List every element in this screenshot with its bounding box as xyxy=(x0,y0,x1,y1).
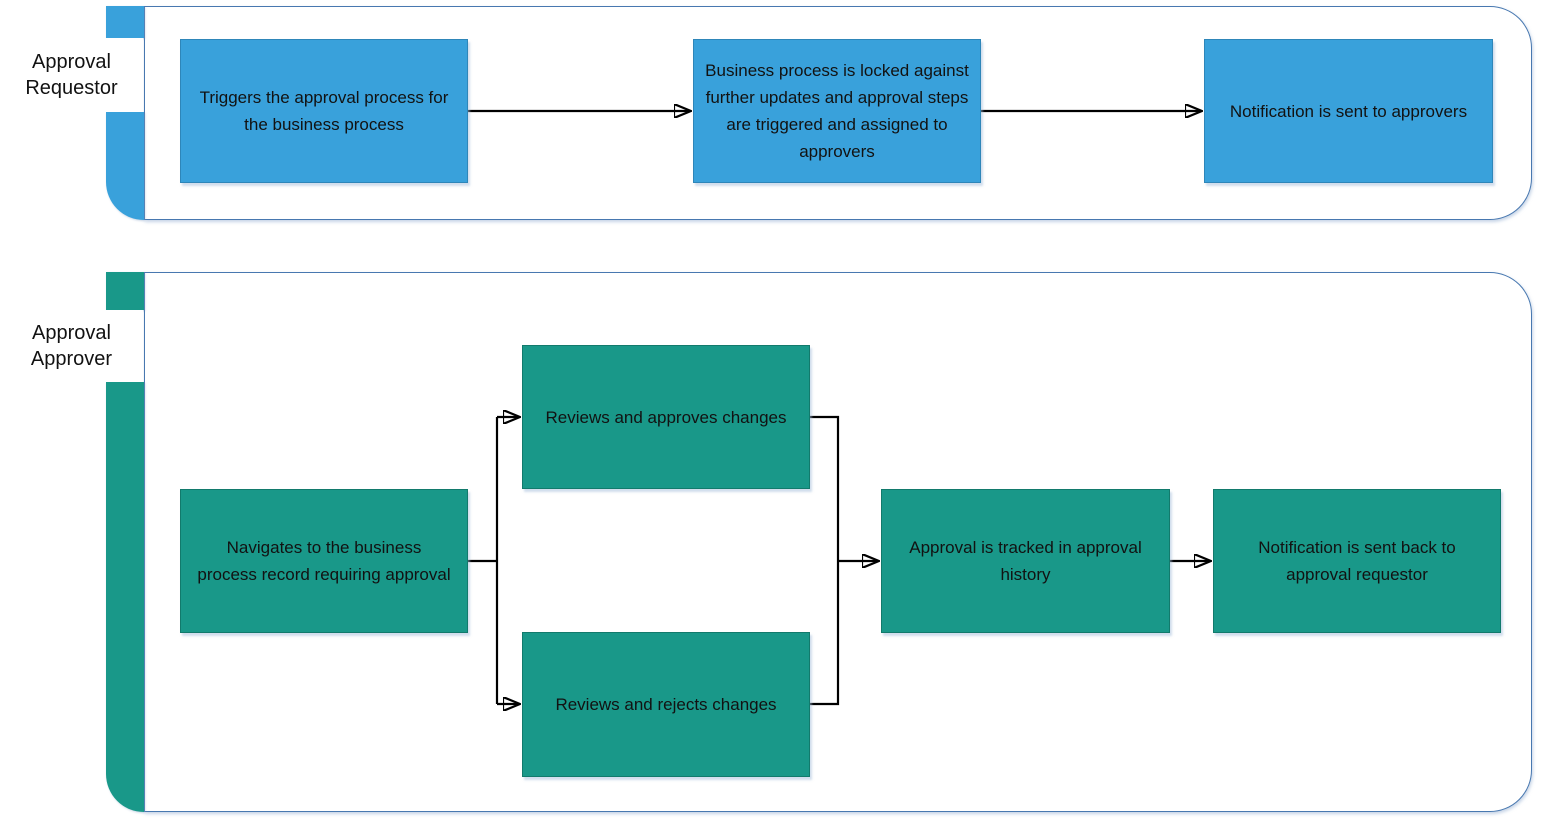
lane-label-approval-approver: Approval Approver xyxy=(0,310,143,382)
lane-approval-requestor-tab-top xyxy=(106,6,144,38)
lane-approval-approver-tab-bar xyxy=(106,382,144,812)
node-triggers-approval: Triggers the approval process for the bu… xyxy=(180,39,468,183)
lane-label-approval-requestor: Approval Requestor xyxy=(0,38,143,112)
node-notify-approvers: Notification is sent to approvers xyxy=(1204,39,1493,183)
node-navigates-record: Navigates to the business process record… xyxy=(180,489,468,633)
node-reviews-approves: Reviews and approves changes xyxy=(522,345,810,489)
lane-approval-requestor-tab-bar xyxy=(106,112,144,220)
lane-approval-approver-tab-top xyxy=(106,272,144,310)
node-notify-requestor: Notification is sent back to approval re… xyxy=(1213,489,1501,633)
node-reviews-rejects: Reviews and rejects changes xyxy=(522,632,810,777)
edge-reviews-merge xyxy=(810,415,840,706)
node-process-locked: Business process is locked against furth… xyxy=(693,39,981,183)
edge-navigates-split xyxy=(468,417,499,704)
node-approval-tracked: Approval is tracked in approval history xyxy=(881,489,1170,633)
